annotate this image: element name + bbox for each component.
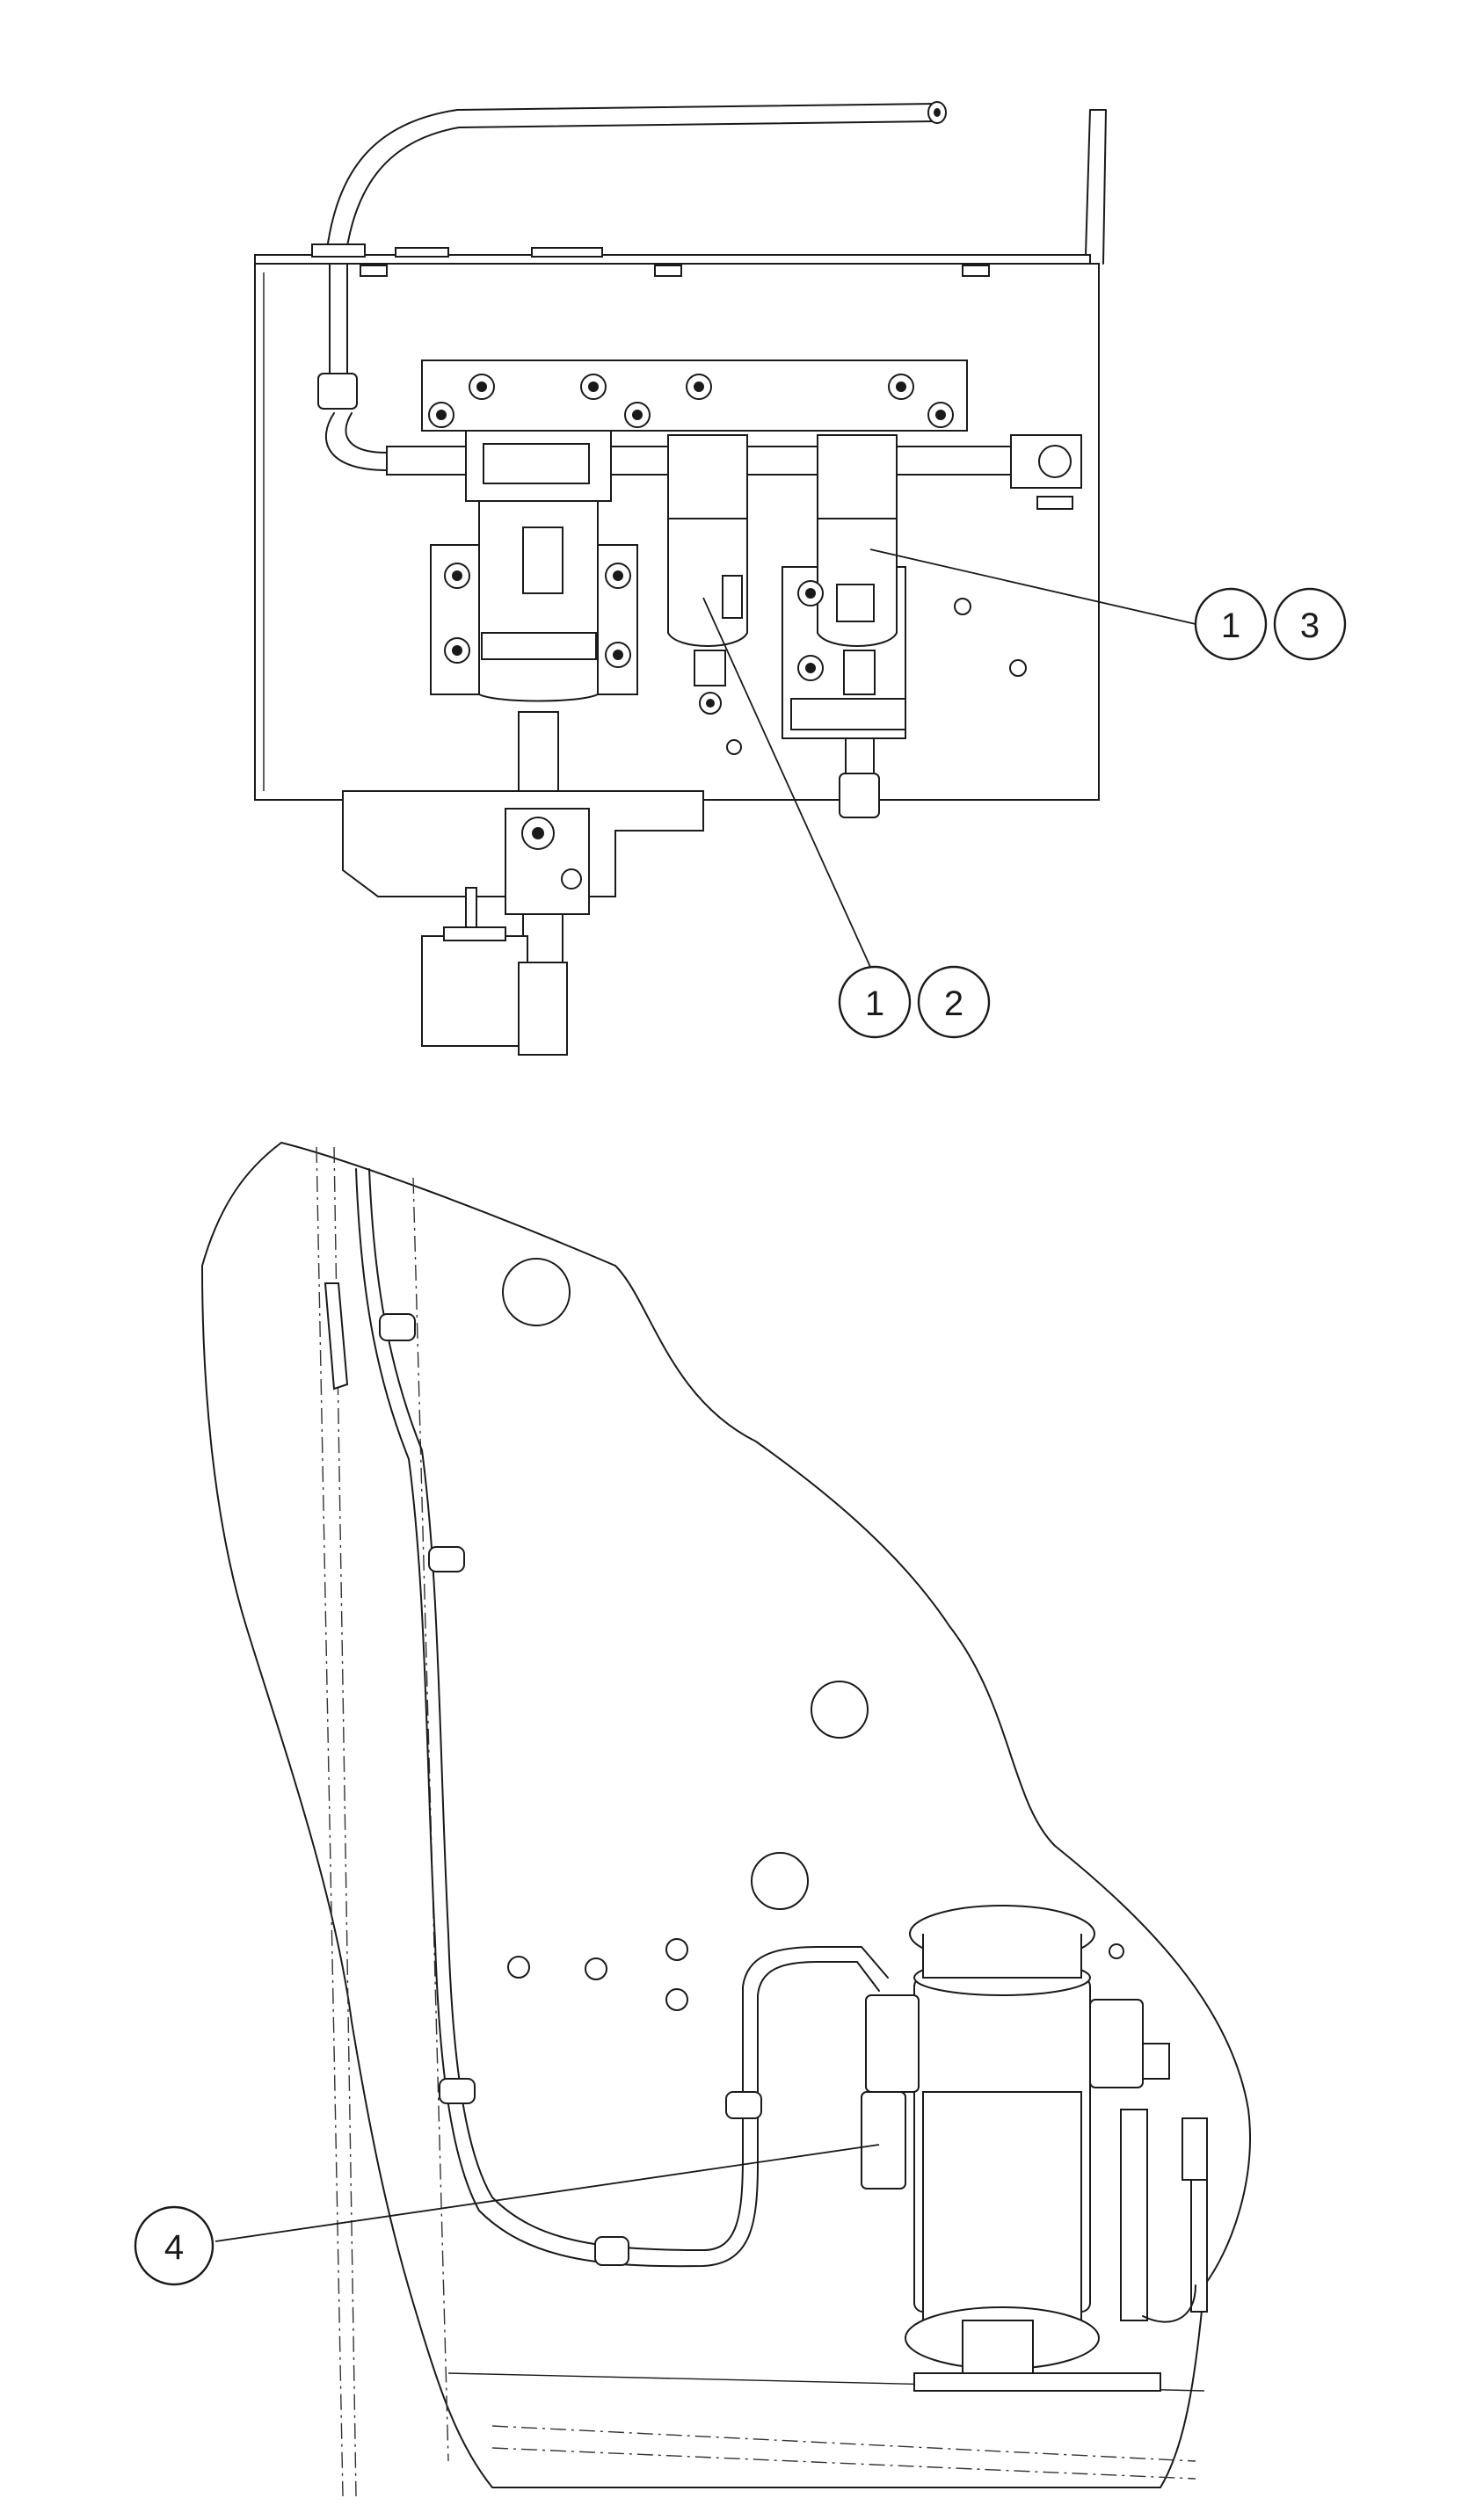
callout-label: 1 bbox=[1221, 606, 1240, 645]
top-view bbox=[254, 101, 1107, 1056]
bottom-view bbox=[200, 1141, 1251, 2497]
callout-group-1-2: 1 2 bbox=[702, 597, 991, 1039]
callout-label: 4 bbox=[164, 2228, 184, 2267]
callout-label: 1 bbox=[865, 984, 884, 1023]
callout-label: 2 bbox=[944, 984, 963, 1023]
callout-group-4: 4 bbox=[134, 2144, 880, 2286]
callout-group-1-3: 1 3 bbox=[869, 548, 1347, 661]
callout-label: 3 bbox=[1300, 606, 1320, 645]
